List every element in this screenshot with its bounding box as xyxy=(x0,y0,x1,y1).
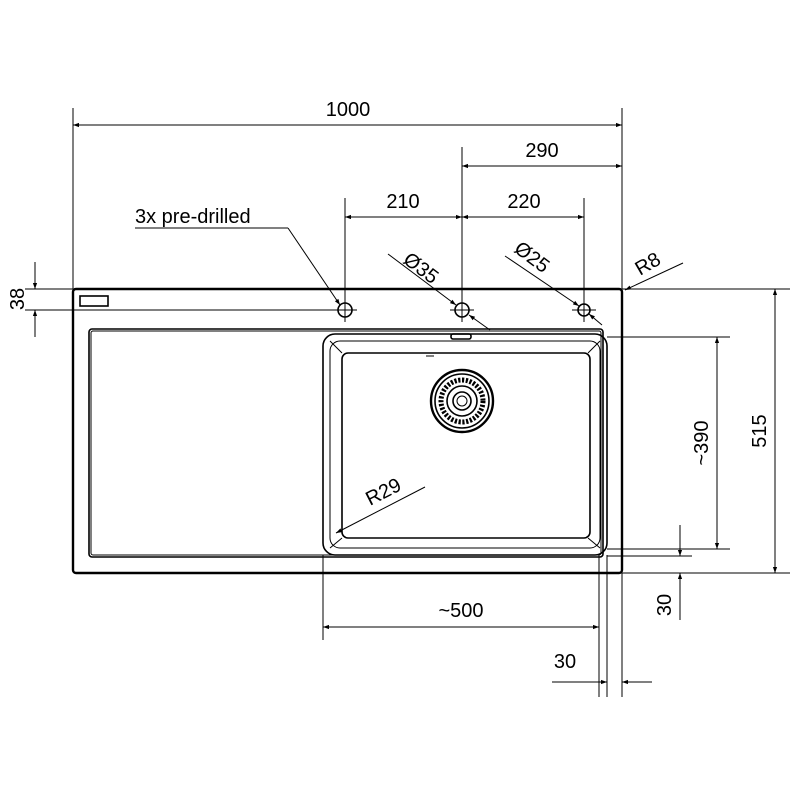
sink-outline xyxy=(71,287,624,575)
leader-lines xyxy=(135,227,684,534)
dim-label-210: 210 xyxy=(386,191,419,213)
dim-label-500: ~500 xyxy=(438,600,483,622)
dim-label-r8: R8 xyxy=(632,248,665,280)
drainer-area xyxy=(88,328,604,558)
dim-label-220: 220 xyxy=(507,191,540,213)
dim-label-515: 515 xyxy=(749,414,771,447)
label-plate xyxy=(79,295,109,307)
dim-label-diameter-25: Ø25 xyxy=(510,237,553,277)
dimension-lines xyxy=(32,122,778,685)
pre-drilled-label: 3x pre-drilled xyxy=(135,206,251,228)
dim-label-1000: 1000 xyxy=(326,99,371,121)
tap-hole-center xyxy=(450,298,474,322)
tap-hole-right xyxy=(572,298,596,322)
dim-label-30-horizontal: 30 xyxy=(554,651,576,673)
dim-label-390: ~390 xyxy=(691,420,713,465)
bowl xyxy=(322,333,608,556)
dim-label-diameter-35: Ø35 xyxy=(399,248,442,288)
dim-label-r29: R29 xyxy=(362,474,405,510)
drain-strainer xyxy=(429,368,495,434)
dim-label-30-vertical: 30 xyxy=(654,594,676,616)
dim-label-290: 290 xyxy=(525,140,558,162)
overflow-slot xyxy=(450,333,472,340)
dim-label-38: 38 xyxy=(7,288,29,310)
dimension-labels: 1000 290 210 220 3x pre-drilled Ø35 Ø25 … xyxy=(7,99,771,673)
tap-hole-left xyxy=(333,298,357,322)
pre-drilled-holes xyxy=(333,298,596,322)
